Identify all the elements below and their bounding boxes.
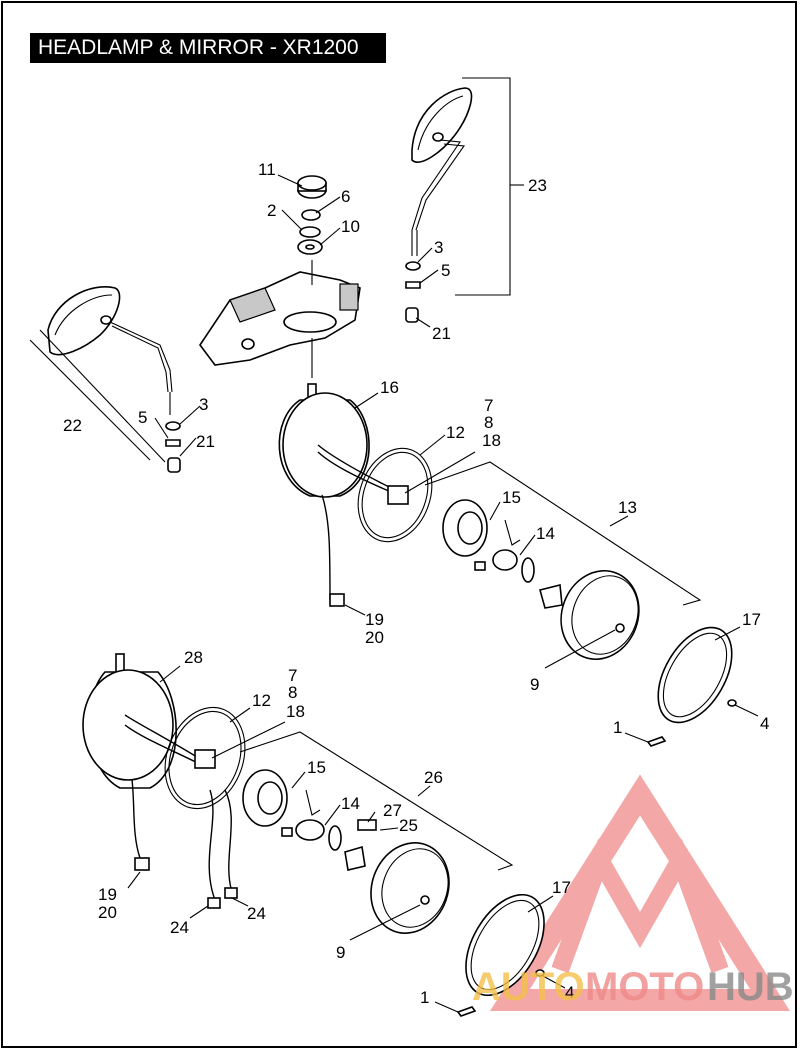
callout-label: 10 [341,217,360,236]
callout-label: 20 [98,903,117,922]
callout-label: 25 [399,816,418,835]
callout-labels: 11 6 2 10 23 3 5 21 22 5 3 21 16 7 8 18 … [63,160,769,1007]
callout-label: 14 [536,524,555,543]
callout-label: 4 [565,983,574,1002]
callout-label: 8 [288,683,297,702]
callout-label: 16 [380,378,399,397]
mirror-left [29,286,181,473]
callout-label: 18 [286,702,305,721]
watermark-m-icon [551,838,729,974]
headlamp-housing-upper [278,383,399,607]
callout-label: 6 [341,187,350,206]
callout-label: 5 [138,408,147,427]
callout-label: 24 [170,918,189,937]
callout-label: 15 [502,488,521,507]
bolt-stack-upper [297,175,327,285]
callout-label: 28 [184,648,203,667]
callout-label: 9 [336,943,345,962]
callout-label: 7 [484,396,493,415]
callout-label: 19 [98,885,117,904]
callout-label: 20 [365,628,384,647]
callout-label: 22 [63,416,82,435]
bulb-assembly-upper [442,499,563,609]
group-bracket-13 [424,461,702,606]
callout-label: 12 [252,691,271,710]
page-title: HEADLAMP & MIRROR - XR1200 [30,33,386,63]
watermark-triangle-icon [489,774,791,1011]
callout-label: 3 [199,395,208,414]
trim-ring-upper [646,626,737,747]
callout-label: 8 [484,413,493,432]
callout-label: 12 [446,423,465,442]
callout-label: 3 [434,238,443,257]
headlamp-lens-lower [370,842,450,934]
watermark-text-b: MOTO [585,965,704,1009]
headlamp-bracket [199,271,361,378]
callout-label: 9 [530,675,539,694]
callout-label: 11 [258,160,276,179]
watermark-text-c: HUB [707,965,794,1009]
group-bracket-26 [239,731,514,871]
headlamp-housing-lower [82,653,238,909]
callout-label: 26 [424,768,443,787]
upper-leaders [154,174,759,743]
callout-label: 18 [482,431,501,450]
trim-ring-lower [456,893,545,1017]
mirror-right [405,77,524,323]
watermark-wordmark: AUTO MOTO HUB [472,965,794,1009]
callout-label: 17 [742,610,761,629]
callout-label: 17 [552,878,571,897]
gasket-ring-upper [357,447,433,543]
gasket-ring-lower [164,706,246,810]
callout-label: 19 [365,610,384,629]
callout-label: 27 [383,801,402,820]
bulb-assembly-lower [242,769,377,871]
callout-label: 2 [267,201,276,220]
callout-label: 24 [247,904,266,923]
callout-label: 5 [441,261,450,280]
callout-label: 23 [528,176,547,195]
callout-label: 21 [196,432,215,451]
headlamp-lens-upper [560,569,640,661]
callout-label: 14 [341,794,360,813]
callout-label: 4 [760,714,769,733]
callout-label: 1 [613,718,622,737]
callout-label: 13 [618,498,637,517]
watermark-text-a: AUTO [472,965,585,1009]
callout-label: 7 [288,666,297,685]
lower-leaders [127,665,566,1013]
callout-label: 21 [432,324,451,343]
callout-label: 15 [307,758,326,777]
callout-label: 1 [420,988,429,1007]
watermark-logo [489,774,791,1011]
